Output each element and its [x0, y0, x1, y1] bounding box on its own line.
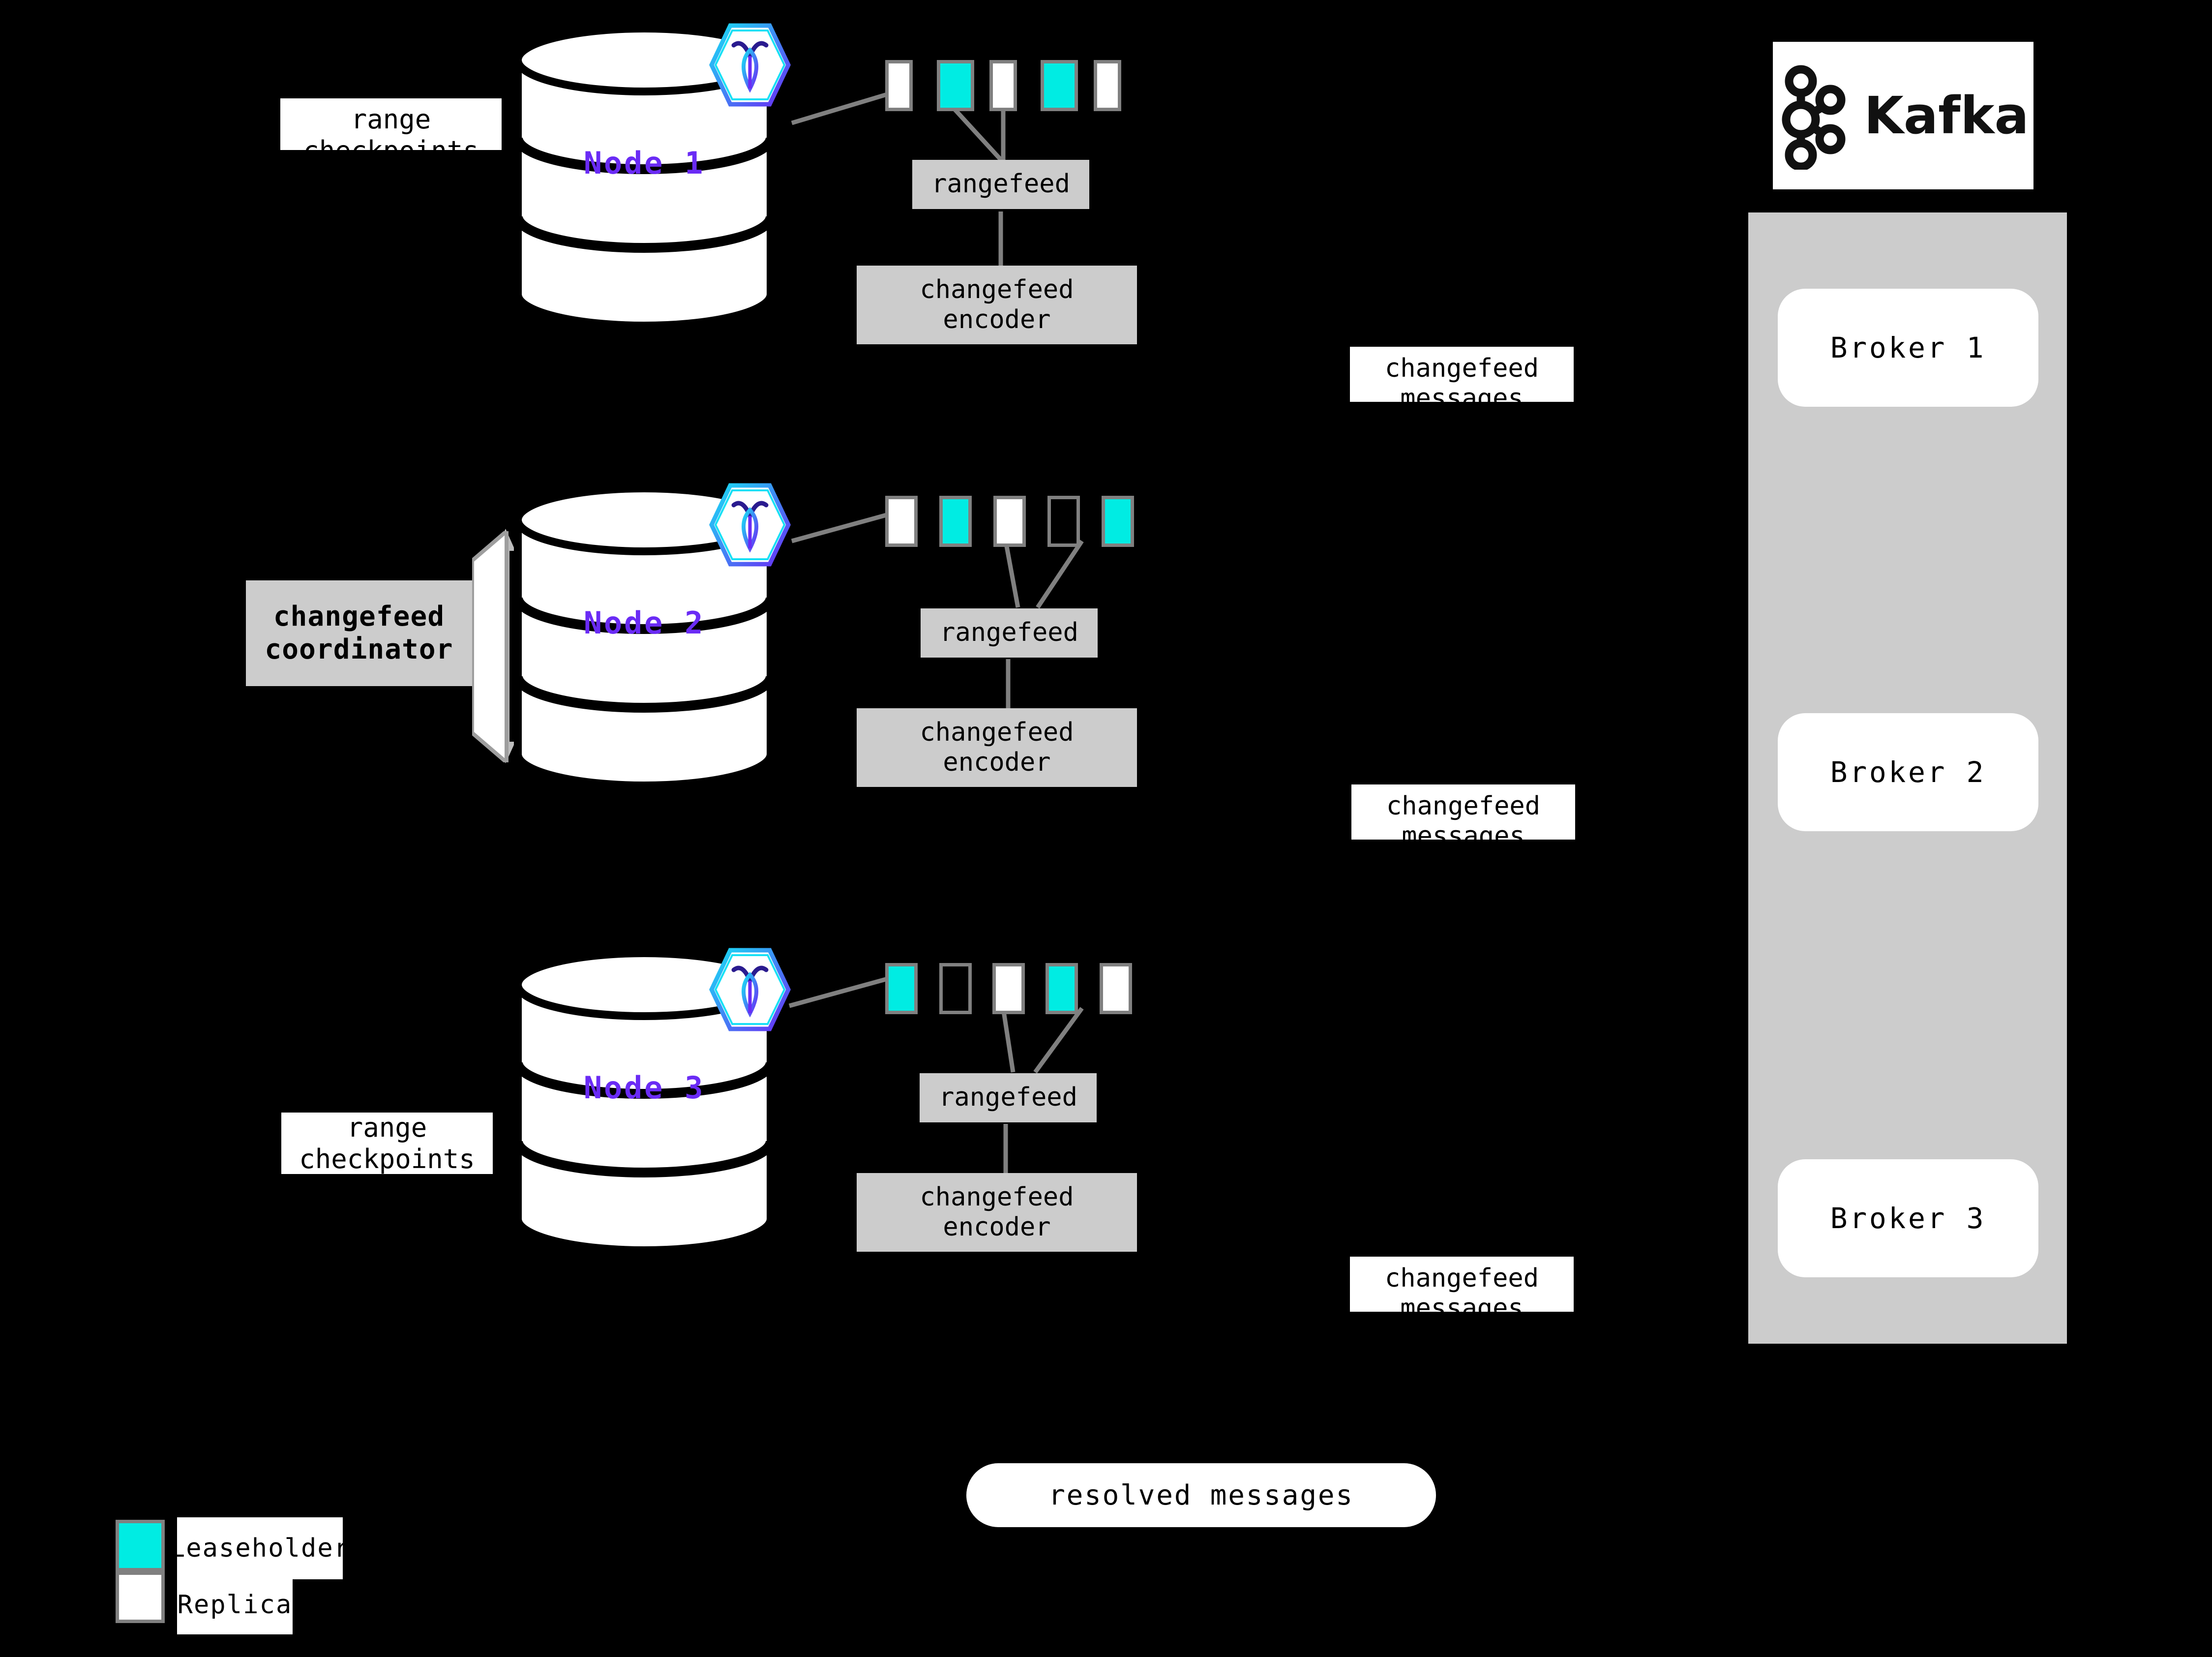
legend-label-leaseholder: Leaseholder — [170, 1517, 349, 1579]
broker-2[interactable]: Broker 2 — [1778, 713, 2038, 831]
legend-label-replica: Replica — [177, 1575, 293, 1634]
node-1-side-label-line2: checkpoints — [303, 135, 479, 150]
resolved-messages-pill[interactable]: resolved messages — [966, 1463, 1436, 1527]
legend: Leaseholder Replica — [116, 1517, 420, 1634]
changefeed-messages-label-2: changefeed messages — [1351, 784, 1575, 840]
legend-swatch-replica — [116, 1571, 165, 1623]
range-box[interactable] — [885, 60, 913, 111]
range-box-empty[interactable] — [939, 963, 972, 1014]
node-1-rangefeed-box[interactable]: rangefeed — [912, 160, 1089, 209]
node-2-cylinder: Node 2 — [514, 484, 775, 789]
changefeed-coordinator-box[interactable]: changefeed coordinator — [246, 580, 472, 686]
changefeed-messages-line1: changefeed — [1384, 1263, 1539, 1293]
kafka-logo-icon — [1777, 61, 1851, 171]
node-2-encoder-box[interactable]: changefeed encoder — [857, 708, 1137, 787]
range-box[interactable] — [1046, 963, 1078, 1014]
range-box[interactable] — [1041, 60, 1078, 111]
node-3-side-label-line2: checkpoints — [299, 1143, 475, 1175]
node-1-encoder-line2: encoder — [943, 305, 1051, 334]
legend-swatch-leaseholder — [116, 1520, 165, 1571]
cockroachdb-hexagon-icon — [708, 944, 792, 1035]
range-box[interactable] — [989, 60, 1017, 111]
changefeed-messages-line1: changefeed — [1384, 353, 1539, 383]
legend-replica-text: Replica — [177, 1590, 293, 1620]
node-1-rangefeed-label: rangefeed — [931, 169, 1070, 199]
changefeed-messages-line1: changefeed — [1386, 791, 1541, 821]
broker-3-label: Broker 3 — [1830, 1202, 1986, 1235]
legend-leaseholder-text: Leaseholder — [169, 1534, 351, 1563]
range-box[interactable] — [885, 963, 918, 1014]
changefeed-messages-label-1: changefeed messages — [1350, 347, 1574, 402]
node-3-encoder-box[interactable]: changefeed encoder — [857, 1173, 1137, 1252]
node-3-side-label-line1: range — [347, 1112, 427, 1143]
cockroachdb-hexagon-icon — [708, 480, 792, 571]
broker-1-label: Broker 1 — [1830, 331, 1986, 364]
resolved-messages-label: resolved messages — [1048, 1479, 1354, 1511]
range-box-empty[interactable] — [1047, 496, 1080, 547]
kafka-wordmark: Kafka — [1864, 86, 2029, 146]
node-3-rangefeed-label: rangefeed — [939, 1083, 1077, 1113]
node-2-encoder-line1: changefeed — [920, 717, 1074, 747]
kafka-broker-panel: Broker 1 Broker 2 Broker 3 — [1748, 212, 2067, 1344]
kafka-logo-box: Kafka — [1773, 42, 2033, 189]
range-box[interactable] — [993, 496, 1026, 547]
coordinator-line2: coordinator — [265, 633, 453, 665]
range-box[interactable] — [1102, 496, 1134, 547]
range-box[interactable] — [992, 963, 1025, 1014]
coordinator-line1: changefeed — [273, 601, 445, 633]
node-3-rangefeed-box[interactable]: rangefeed — [920, 1073, 1097, 1122]
range-box[interactable] — [885, 496, 918, 547]
range-box[interactable] — [939, 496, 972, 547]
node-2-rangefeed-box[interactable]: rangefeed — [921, 608, 1098, 658]
node-1-encoder-line1: changefeed — [920, 274, 1074, 304]
node-3-encoder-line2: encoder — [943, 1212, 1051, 1242]
node-3-encoder-line1: changefeed — [920, 1182, 1074, 1212]
node-2-rangefeed-label: rangefeed — [940, 618, 1078, 648]
node-3-side-label: range checkpoints — [281, 1112, 493, 1175]
range-box[interactable] — [937, 60, 974, 111]
broker-1[interactable]: Broker 1 — [1778, 289, 2038, 407]
node-2-encoder-line2: encoder — [943, 748, 1051, 777]
range-box[interactable] — [1094, 60, 1121, 111]
broker-2-label: Broker 2 — [1830, 755, 1986, 789]
range-box[interactable] — [1100, 963, 1132, 1014]
node-1-side-label-line1: range — [351, 104, 431, 135]
changefeed-messages-line2: messages — [1400, 384, 1524, 402]
changefeed-messages-line2: messages — [1400, 1294, 1524, 1312]
broker-3[interactable]: Broker 3 — [1778, 1159, 2038, 1277]
changefeed-coordinator-wedge — [472, 531, 508, 762]
changefeed-messages-line2: messages — [1402, 821, 1525, 840]
node-1-encoder-box[interactable]: changefeed encoder — [857, 266, 1137, 344]
changefeed-messages-label-3: changefeed messages — [1350, 1257, 1574, 1312]
cockroachdb-hexagon-icon — [708, 20, 792, 111]
node-1-side-label: range checkpoints — [280, 98, 502, 150]
